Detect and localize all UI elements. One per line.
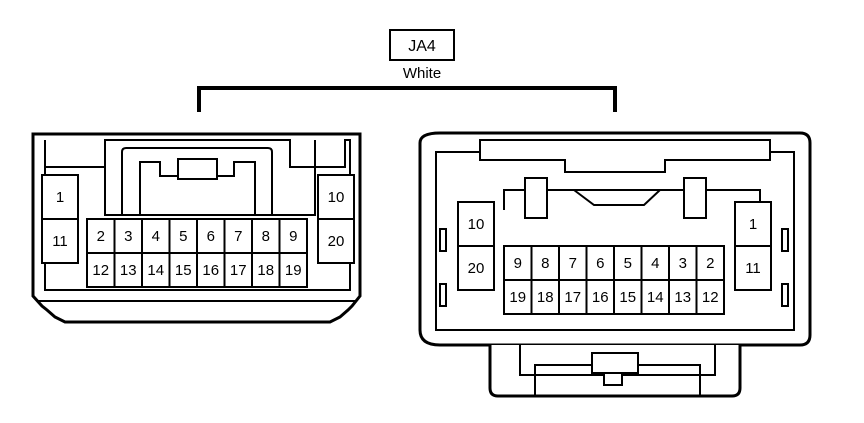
- right_view-pin-lower-1-cell: [530, 279, 560, 315]
- right-guide-right: [683, 177, 707, 219]
- right_view-pin-lower-5-cell: [640, 279, 670, 315]
- right-side-slot-2: [439, 283, 447, 307]
- right_view-pin-side-upper-cell: [457, 201, 495, 247]
- left-lock-tab: [177, 158, 218, 180]
- left_view-pin-upper-5-label: 7: [234, 228, 242, 245]
- right_view-pin-lower-4-cell: [613, 279, 643, 315]
- right_view-pin-upper-1-label: 8: [541, 255, 549, 272]
- right_view-pin-lower-7-label: 12: [702, 289, 719, 306]
- left_view-pin-upper-1-label: 3: [124, 228, 132, 245]
- left_view-pin-lower-5-cell: [223, 252, 253, 288]
- right-side-slot-4: [781, 283, 789, 307]
- right_view-pin-upper-3-label: 6: [596, 255, 604, 272]
- right_view-pin-lower-0-label: 19: [509, 289, 526, 306]
- left_view-pin-upper-0-label: 2: [97, 228, 105, 245]
- left_view-pin-upper-2-label: 4: [152, 228, 160, 245]
- right-bottom-tab: [591, 352, 639, 374]
- right_view-pin-end-upper-label: 1: [749, 216, 757, 233]
- left_view-pin-lower-4-label: 16: [202, 262, 219, 279]
- left_view-pin-lower-0-cell: [86, 252, 116, 288]
- connector-code: JA4: [408, 38, 436, 55]
- right_view-pin-upper-0-label: 9: [514, 255, 522, 272]
- connector-color: White: [403, 65, 441, 82]
- left_view-pin-upper-4-cell: [196, 218, 226, 254]
- left_view-pin-lower-6-label: 18: [257, 262, 274, 279]
- left_view-pin-upper-7-label: 9: [289, 228, 297, 245]
- right-key-notch: [573, 189, 661, 206]
- right_view-pin-upper-1-cell: [530, 245, 560, 281]
- left_view-pin-lower-2-label: 14: [147, 262, 164, 279]
- left_view-pin-lower-4-cell: [196, 252, 226, 288]
- right-guide-left: [524, 177, 548, 219]
- right_view-pin-upper-4-label: 5: [624, 255, 632, 272]
- right_view-pin-lower-6-label: 13: [674, 289, 691, 306]
- right_view-pin-side-lower-cell: [457, 245, 495, 291]
- right_view-pin-lower-2-label: 17: [564, 289, 581, 306]
- right-inner-step: [503, 189, 761, 210]
- right-inner-ridge: [479, 152, 771, 173]
- left_view-pin-lower-1-cell: [113, 252, 143, 288]
- left_view-pin-side-upper-cell: [41, 174, 79, 220]
- right_view-pin-lower-4-label: 15: [619, 289, 636, 306]
- left_view-pin-upper-4-label: 6: [207, 228, 215, 245]
- left_view-pin-lower-7-label: 19: [285, 262, 302, 279]
- right-side-slot-1: [439, 228, 447, 252]
- right_view-pin-lower-3-label: 16: [592, 289, 609, 306]
- right_view-pin-upper-6-label: 3: [679, 255, 687, 272]
- right_view-pin-lower-1-label: 18: [537, 289, 554, 306]
- view-bracket: [197, 86, 617, 112]
- left-latch-frame: [121, 147, 273, 215]
- right-side-slot-3: [781, 228, 789, 252]
- connector-code-box: [389, 29, 455, 61]
- left_view-pin-upper-5-cell: [223, 218, 253, 254]
- left_view-pin-lower-3-cell: [168, 252, 198, 288]
- left_view-pin-lower-3-label: 15: [175, 262, 192, 279]
- left_view-pin-side-lower-label: 11: [52, 233, 68, 250]
- left_view-pin-upper-6-label: 8: [262, 228, 270, 245]
- right_view-pin-end-lower-label: 11: [745, 260, 761, 277]
- right_view-pin-upper-2-label: 7: [569, 255, 577, 272]
- right_view-pin-lower-5-label: 14: [647, 289, 664, 306]
- right_view-pin-lower-7-cell: [695, 279, 725, 315]
- left-inner-bay: [104, 140, 316, 216]
- right_view-pin-upper-7-cell: [695, 245, 725, 281]
- left_view-pin-side-upper-label: 1: [56, 189, 64, 206]
- left_view-pin-upper-2-cell: [141, 218, 171, 254]
- right_view-pin-side-lower-label: 20: [468, 260, 485, 277]
- left_view-pin-end-upper-label: 10: [328, 189, 345, 206]
- left_view-pin-lower-1-label: 13: [120, 262, 137, 279]
- left_view-pin-end-lower-cell: [317, 218, 355, 264]
- right-bottom-tab-foot: [603, 372, 623, 386]
- left_view-pin-lower-7-cell: [278, 252, 308, 288]
- left_view-pin-side-lower-cell: [41, 218, 79, 264]
- left_view-pin-lower-5-label: 17: [230, 262, 247, 279]
- left_view-pin-end-lower-label: 20: [328, 233, 345, 250]
- right_view-pin-upper-5-label: 4: [651, 255, 659, 272]
- left_view-pin-upper-3-label: 5: [179, 228, 187, 245]
- right_view-pin-side-upper-label: 10: [468, 216, 485, 233]
- right_view-pin-end-upper-cell: [734, 201, 772, 247]
- left_view-pin-lower-0-label: 12: [92, 262, 109, 279]
- right_view-pin-lower-3-cell: [585, 279, 615, 315]
- right_view-pin-end-lower-cell: [734, 245, 772, 291]
- left_view-pin-lower-2-cell: [141, 252, 171, 288]
- right_view-pin-upper-7-label: 2: [706, 255, 714, 272]
